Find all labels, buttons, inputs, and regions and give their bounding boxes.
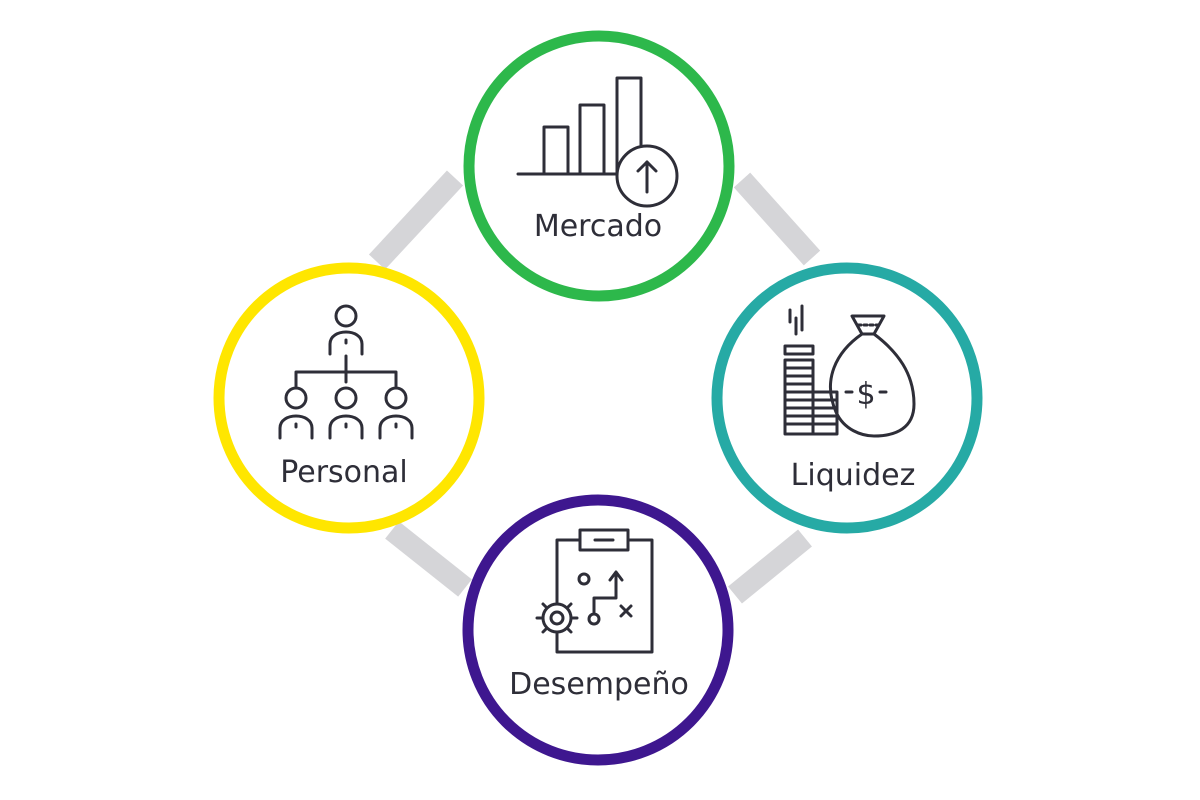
connector-ring: [368, 170, 821, 604]
connector-mercado-liquidez: [733, 172, 821, 266]
node-liquidez-ring: [711, 262, 983, 534]
node-personal: Personal: [213, 262, 485, 534]
node-desempeno-label: Desempeño: [509, 667, 689, 702]
node-desempeno: Desempeño: [462, 494, 734, 766]
node-mercado-ring: [463, 30, 735, 302]
node-personal-ring: [213, 262, 485, 534]
money-bag-coins-icon: $: [783, 304, 916, 438]
node-mercado: Mercado: [463, 30, 735, 302]
node-desempeno-ring: [462, 494, 734, 766]
node-liquidez-label: Liquidez: [791, 458, 916, 493]
connector-liquidez-desempeno: [728, 529, 812, 604]
node-personal-label: Personal: [280, 455, 408, 490]
bar-chart-up-icon: [516, 76, 679, 208]
connector-personal-mercado: [368, 170, 464, 270]
org-chart-icon: [278, 304, 414, 440]
gear-icon: [535, 596, 579, 640]
node-mercado-label: Mercado: [534, 209, 662, 244]
dollar-sign-icon: $: [856, 377, 875, 412]
clipboard-strategy-icon: [535, 528, 654, 654]
node-liquidez: $ Liquidez: [711, 262, 983, 534]
connector-desempeno-personal: [385, 521, 472, 597]
